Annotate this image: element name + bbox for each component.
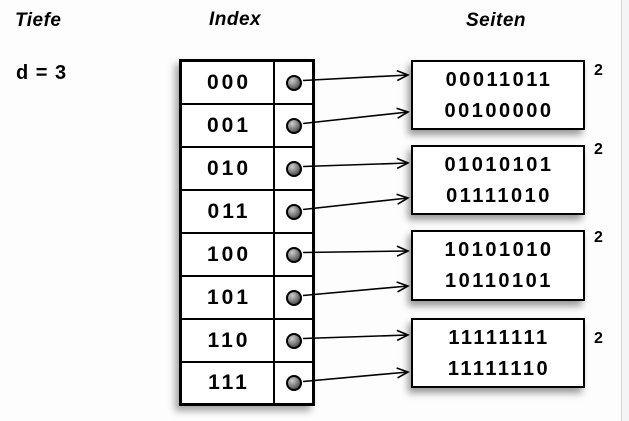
arrow-110-to-page-4: [302, 329, 410, 342]
index-column-header: Index: [209, 9, 262, 30]
index-row-001: 001: [182, 105, 312, 148]
pointer-cell: [275, 234, 312, 275]
depth-column-header: Tiefe: [15, 10, 62, 31]
arrow-101-to-page-3: [302, 281, 410, 297]
local-depth-page-3: 2: [594, 229, 603, 246]
pointer-dot-icon: [285, 246, 302, 263]
index-row-101: 101: [182, 277, 312, 320]
index-row-000: 000: [182, 62, 312, 105]
index-row-100: 100: [182, 234, 312, 277]
page-entry: 10110101: [445, 270, 553, 292]
index-row-010: 010: [182, 148, 312, 191]
arrow-100-to-page-3: [302, 245, 410, 257]
index-entry-label: 001: [182, 105, 275, 146]
index-row-011: 011: [182, 191, 312, 234]
page-entry: 11111111: [448, 326, 550, 349]
page-entry: 01111010: [446, 184, 552, 207]
index-entry-label: 111: [182, 363, 275, 403]
pointer-cell: [275, 320, 312, 361]
index-row-111: 111: [182, 363, 312, 403]
slide-edge: [621, 0, 629, 421]
index-entry-label: 010: [182, 148, 275, 189]
local-depth-page-1: 2: [594, 62, 603, 79]
pointer-dot-icon: [285, 117, 302, 134]
arrow-010-to-page-2: [302, 157, 410, 170]
page-entry: 01010101: [444, 153, 554, 176]
index-table: 000 001 010 011 100 101 110 111: [179, 59, 315, 406]
pointer-cell: [275, 105, 312, 146]
page-entry: 00100000: [444, 99, 554, 122]
pointer-cell: [275, 277, 312, 318]
page-entry: 11111110: [447, 357, 551, 380]
pointer-cell: [275, 148, 312, 189]
index-entry-label: 101: [182, 277, 275, 318]
local-depth-page-2: 2: [594, 141, 603, 158]
pointer-dot-icon: [285, 375, 302, 391]
global-depth-value: d = 3: [16, 62, 68, 84]
pointer-cell: [275, 62, 312, 103]
pointer-dot-icon: [285, 203, 302, 220]
local-depth-page-4: 2: [594, 330, 603, 347]
page-entry: 00011011: [445, 68, 553, 91]
pointer-cell: [275, 363, 312, 403]
pointer-dot-icon: [285, 160, 302, 177]
page-entry: 10101010: [444, 239, 554, 261]
pages-column-header: Seiten: [466, 10, 527, 31]
index-entry-label: 110: [182, 320, 275, 361]
index-row-110: 110: [182, 320, 312, 363]
arrow-001-to-page-1: [302, 107, 410, 125]
page-bucket-1: 00011011 00100000: [411, 60, 585, 130]
index-entry-label: 011: [182, 191, 275, 232]
page-bucket-4: 11111111 11111110: [411, 318, 585, 388]
arrow-011-to-page-2: [302, 193, 410, 211]
pointer-cell: [275, 191, 312, 232]
pointer-dot-icon: [285, 289, 302, 306]
page-bucket-3: 10101010 10110101: [411, 230, 585, 301]
page-bucket-2: 01010101 01111010: [411, 145, 585, 215]
index-entry-label: 100: [182, 234, 275, 275]
arrow-000-to-page-1: [302, 69, 410, 82]
index-entry-label: 000: [182, 62, 275, 103]
arrow-111-to-page-4: [302, 367, 410, 383]
pointer-dot-icon: [285, 74, 302, 91]
pointer-dot-icon: [285, 332, 302, 349]
